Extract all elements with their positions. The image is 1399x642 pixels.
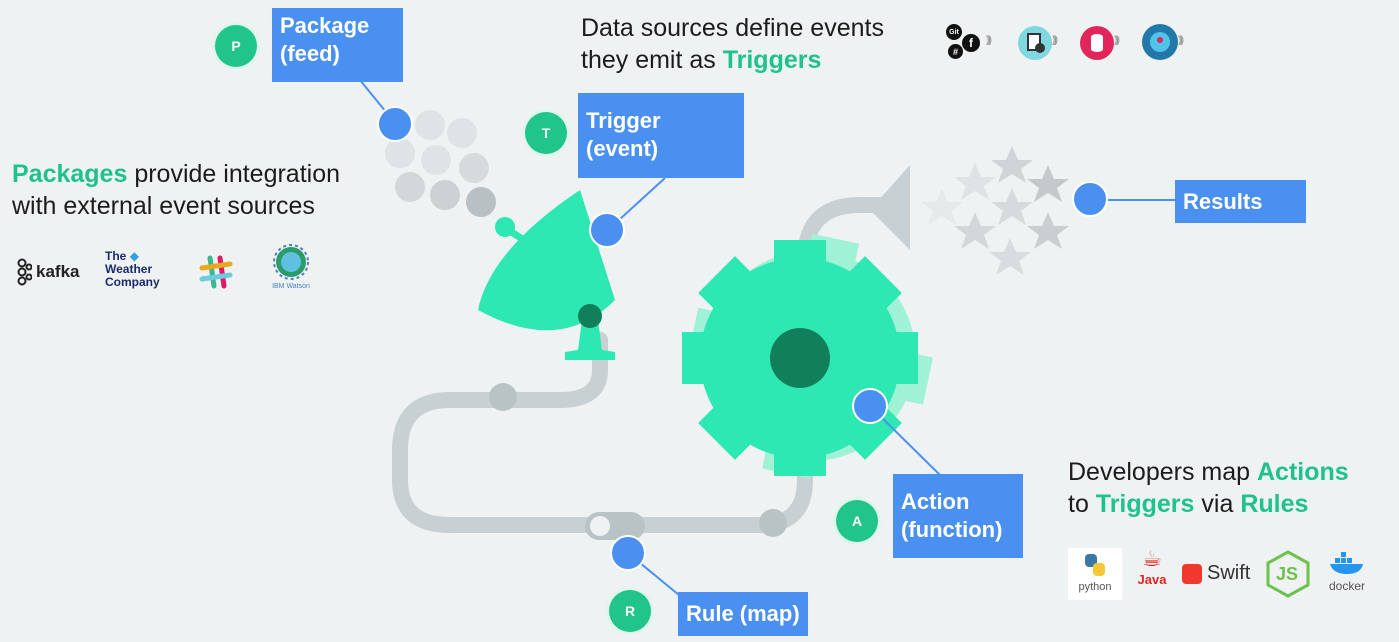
docker-whale-icon: [1330, 552, 1363, 574]
ibm-watson-logo: IBM Watson: [264, 240, 318, 290]
signal-icon: ))): [1178, 35, 1184, 46]
action-node: [852, 388, 888, 424]
pipe-joint: [759, 509, 787, 537]
pipe-joint: [489, 383, 517, 411]
package-dots: [385, 110, 496, 217]
watson-globe-icon: [273, 244, 309, 280]
package-label: Package (feed): [272, 8, 403, 82]
weather-company-logo: The ◆ Weather Company: [105, 249, 160, 289]
package-badge: P: [215, 25, 257, 67]
signal-icon: ))): [1052, 35, 1058, 46]
database-icon: [1080, 26, 1114, 60]
database-doc-icon: [1018, 26, 1052, 60]
kafka-icon: [17, 258, 32, 286]
data-sources-caption: Data sources define events they emit as …: [581, 14, 884, 74]
trigger-badge: T: [525, 112, 567, 154]
action-badge: A: [836, 500, 878, 542]
swift-logo: Swift: [1182, 562, 1250, 585]
java-logo: ☕ Java: [1134, 546, 1170, 587]
gear-icon: [682, 233, 933, 479]
java-cup-icon: ☕: [1142, 546, 1162, 571]
output-funnel: [870, 165, 910, 250]
signal-icon: ))): [986, 35, 992, 46]
package-node: [377, 106, 413, 142]
nodejs-hexagon-icon: [1266, 550, 1310, 598]
trigger-label: Trigger (event): [578, 93, 744, 178]
docker-logo: docker: [1322, 550, 1372, 593]
result-stars: [921, 146, 1069, 275]
python-logo: python: [1068, 548, 1122, 600]
packages-caption: Packages provide integration with extern…: [12, 160, 341, 220]
slack-icon: [199, 255, 233, 289]
results-node: [1072, 181, 1108, 217]
satellite-dish-icon: [478, 190, 615, 360]
swift-icon: [1182, 563, 1202, 584]
rule-label: Rule (map): [678, 592, 808, 636]
developers-caption: Developers map Actions to Triggers via R…: [1068, 458, 1349, 518]
rule-node: [610, 535, 646, 571]
nodejs-logo: JS: [1265, 550, 1311, 601]
trigger-node: [589, 212, 625, 248]
results-label: Results: [1175, 180, 1306, 223]
kafka-logo: kafka: [14, 258, 79, 286]
python-icon: [1085, 554, 1105, 576]
rule-badge: R: [609, 590, 651, 632]
action-label: Action (function): [893, 474, 1023, 558]
location-pin-icon: [1142, 24, 1178, 60]
git-facebook-icon: Git f #: [946, 24, 986, 62]
signal-icon: ))): [1114, 35, 1120, 46]
